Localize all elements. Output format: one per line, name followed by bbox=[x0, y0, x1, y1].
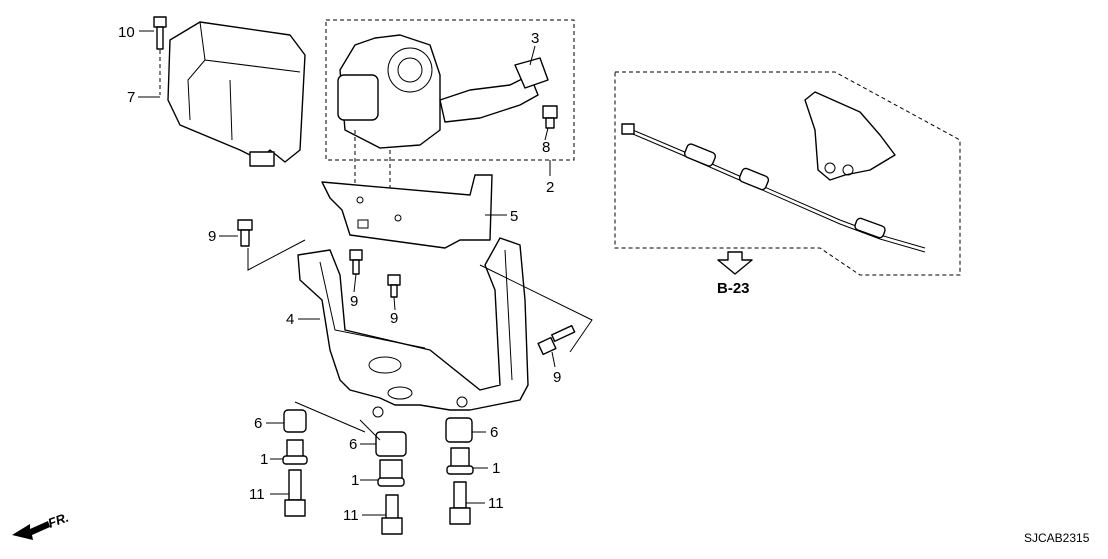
callout-6-right: 6 bbox=[490, 424, 498, 441]
bolt-9-mid-a bbox=[349, 249, 363, 275]
callout-7: 7 bbox=[127, 89, 135, 106]
callout-2: 2 bbox=[546, 179, 554, 196]
bolt-9-right bbox=[537, 324, 576, 356]
mount-center bbox=[375, 431, 407, 535]
bolt-9-left bbox=[237, 219, 253, 247]
callout-9-mid-a: 9 bbox=[350, 293, 358, 310]
callout-9-right: 9 bbox=[553, 369, 561, 386]
front-arrow-icon bbox=[12, 521, 50, 540]
mount-left bbox=[282, 409, 308, 517]
callout-8: 8 bbox=[542, 139, 550, 156]
callout-11-center: 11 bbox=[343, 507, 359, 524]
modulator-part bbox=[337, 34, 549, 149]
callout-5: 5 bbox=[510, 208, 518, 225]
bolt-10 bbox=[153, 16, 167, 50]
frame-4 bbox=[297, 237, 529, 418]
callout-9-mid-b: 9 bbox=[390, 310, 398, 327]
cable-group-box bbox=[614, 71, 961, 276]
cover-part bbox=[167, 21, 306, 167]
cable-bracket-part bbox=[804, 91, 896, 181]
callout-4: 4 bbox=[286, 311, 294, 328]
callout-1-left: 1 bbox=[260, 451, 268, 468]
callout-11-left: 11 bbox=[249, 486, 265, 503]
reference-label: B-23 bbox=[717, 280, 750, 297]
callout-1-right: 1 bbox=[492, 460, 500, 477]
callout-11-right: 11 bbox=[488, 495, 504, 512]
callout-6-left: 6 bbox=[254, 415, 262, 432]
assembly-box-2 bbox=[325, 19, 575, 161]
front-label: FR. bbox=[46, 510, 71, 531]
callout-10: 10 bbox=[118, 24, 135, 41]
reference-arrow-icon bbox=[717, 251, 753, 275]
cable-part bbox=[621, 123, 926, 253]
callout-1-center: 1 bbox=[351, 472, 359, 489]
bolt-8 bbox=[542, 105, 558, 129]
bolt-9-mid-b bbox=[387, 274, 401, 298]
mount-right bbox=[445, 417, 474, 525]
callout-9-left: 9 bbox=[208, 228, 216, 245]
callout-6-center: 6 bbox=[349, 436, 357, 453]
callout-3: 3 bbox=[531, 30, 539, 47]
bracket-5 bbox=[321, 174, 493, 249]
diagram-code: SJCAB2315 bbox=[1024, 531, 1090, 545]
